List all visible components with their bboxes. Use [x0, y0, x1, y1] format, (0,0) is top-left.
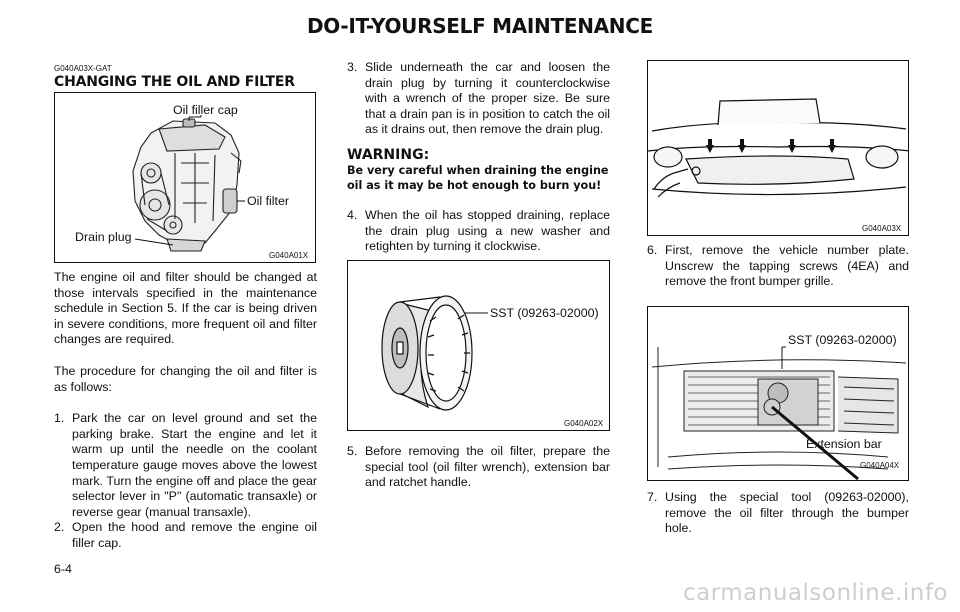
figure-code: G040A04X — [860, 461, 900, 470]
step-number: 6. — [647, 243, 658, 257]
oil-filter-label: Oil filter — [247, 194, 289, 208]
drain-plug-label: Drain plug — [75, 230, 132, 244]
engine-figure: Oil filler cap Oil filter Drain plug G04… — [54, 92, 316, 263]
warning-title: WARNING: — [347, 147, 430, 163]
step-text: First, remove the vehicle number plate. … — [665, 243, 909, 289]
step-3: 3. Slide underneath the car and loosen t… — [347, 60, 610, 138]
step-text: Using the special tool (09263-02000), re… — [665, 490, 909, 536]
intro-paragraph: The engine oil and filter should be chan… — [54, 270, 317, 347]
step-2: 2. Open the hood and remove the engine o… — [54, 520, 317, 551]
page-header: DO-IT-YOURSELF MAINTENANCE — [307, 14, 653, 38]
filter-removal-figure: SST (09263-02000) Extension bar G040A04X — [647, 306, 909, 481]
step-number: 4. — [347, 208, 358, 222]
procedure-paragraph: The procedure for changing the oil and f… — [54, 363, 317, 394]
step-text: Before removing the oil filter, prepare … — [365, 444, 610, 490]
oil-filter-wrench-illustration — [381, 295, 488, 411]
sst-figure: SST (09263-02000) G040A02X — [347, 260, 610, 431]
step-number: 7. — [647, 490, 658, 504]
step-number: 1. — [54, 411, 65, 426]
page-number: 6-4 — [54, 562, 72, 576]
sst-label: SST (09263-02000) — [490, 306, 599, 320]
step-number: 2. — [54, 520, 65, 535]
figure-code: G040A02X — [564, 419, 604, 428]
figure-code: G040A01X — [269, 251, 309, 260]
step-text: Park the car on level ground and set the… — [72, 411, 317, 519]
step-text: Slide underneath the car and loosen the … — [365, 60, 610, 137]
section-code: G040A03X-GAT — [54, 64, 112, 73]
sst-label: SST (09263-02000) — [788, 333, 897, 347]
step-7: 7. Using the special tool (09263-02000),… — [647, 490, 909, 537]
bumper-figure: G040A03X — [647, 60, 909, 236]
watermark: carmanualsonline.info — [682, 580, 948, 606]
step-number: 3. — [347, 60, 358, 74]
step-number: 5. — [347, 444, 358, 458]
step-1: 1. Park the car on level ground and set … — [54, 411, 317, 520]
step-4: 4. When the oil has stopped draining, re… — [347, 208, 610, 255]
extension-bar-label: Extension bar — [806, 437, 882, 451]
oil-filler-cap-label: Oil filler cap — [173, 103, 238, 117]
bumper-illustration — [648, 98, 908, 198]
step-text: Open the hood and remove the engine oil … — [72, 520, 317, 550]
warning-text: Be very careful when draining the engine… — [347, 164, 609, 192]
engine-illustration — [132, 115, 245, 252]
section-title: CHANGING THE OIL AND FILTER — [54, 74, 295, 90]
filter-removal-illustration — [651, 346, 907, 480]
figure-code: G040A03X — [862, 224, 902, 233]
step-6: 6. First, remove the vehicle number plat… — [647, 243, 909, 290]
step-text: When the oil has stopped draining, repla… — [365, 208, 610, 254]
step-5: 5. Before removing the oil filter, prepa… — [347, 444, 610, 491]
